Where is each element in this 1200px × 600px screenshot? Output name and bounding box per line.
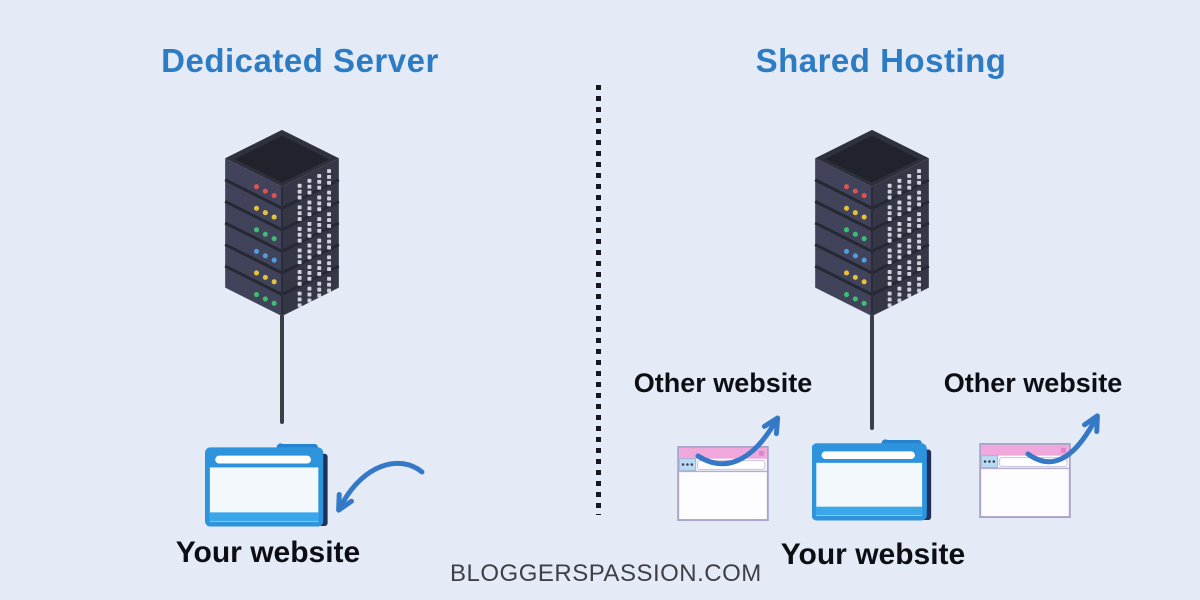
dedicated-server-title: Dedicated Server: [161, 42, 439, 79]
your-website-browser-icon: [812, 439, 932, 521]
curved-arrow-icon: [695, 415, 781, 467]
server-connection-line: [870, 314, 874, 430]
other-website-label: Other website: [633, 368, 813, 398]
dedicated-server-rack-icon: [223, 128, 341, 318]
server-connection-line: [280, 314, 284, 424]
shared-server-rack-icon: [813, 128, 931, 318]
your-website-label: Your website: [780, 538, 966, 571]
curved-arrow-icon: [1025, 413, 1100, 465]
curved-arrow-icon: [336, 461, 425, 513]
shared-hosting-title: Shared Hosting: [755, 42, 1007, 79]
dotted-divider-line: [596, 85, 601, 515]
watermark-text: BLOGGERSPASSION.COM: [450, 560, 762, 587]
your-website-label: Your website: [175, 536, 361, 569]
other-website-label: Other website: [943, 368, 1123, 398]
your-website-browser-icon: [205, 443, 328, 527]
